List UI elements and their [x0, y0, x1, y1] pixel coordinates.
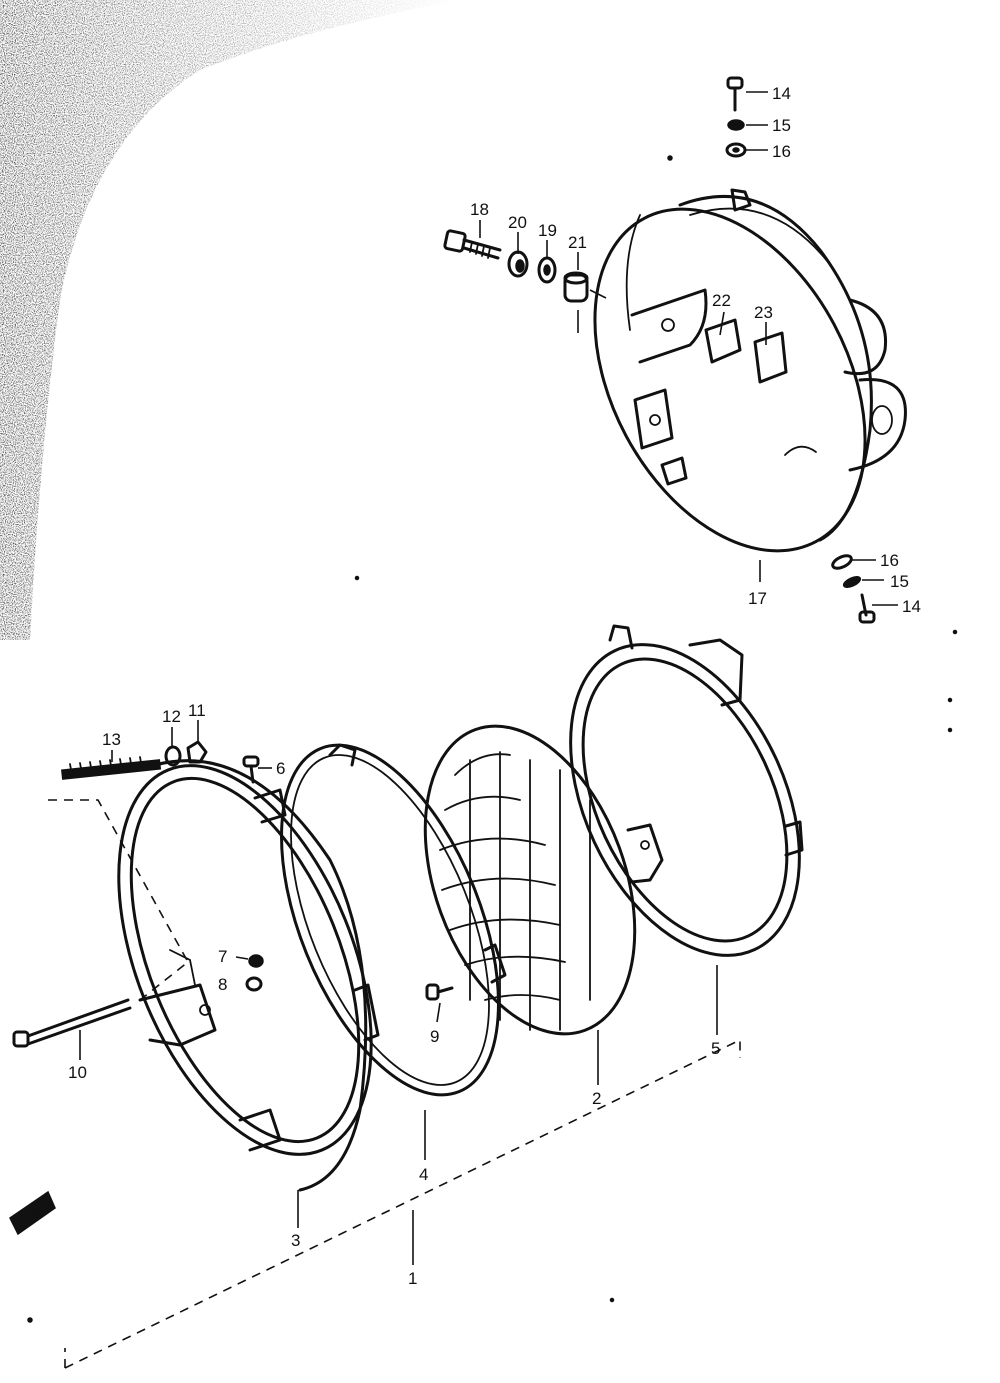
- callout-1: 1: [408, 1269, 417, 1288]
- callout-11: 11: [188, 701, 206, 720]
- mounting-ring: [253, 743, 507, 1097]
- callout-10: 10: [68, 1063, 87, 1082]
- callout-12: 12: [162, 707, 181, 726]
- callout-labels: 14 15 16 16 15 14 17 18 20 19 21 22 23 1…: [68, 84, 921, 1288]
- callout-5: 5: [711, 1039, 720, 1058]
- callout-16-top: 16: [772, 142, 791, 161]
- screw-9: [425, 983, 454, 1001]
- headlight-housing: [593, 188, 907, 553]
- callout-13: 13: [102, 730, 121, 749]
- callout-22: 22: [712, 291, 731, 310]
- bolt-14-bottom: [858, 593, 876, 624]
- collar-21: [563, 271, 589, 303]
- nut-8: [245, 976, 263, 992]
- callout-4: 4: [419, 1165, 428, 1184]
- rim-ring: [569, 624, 804, 957]
- leader-lines: [48, 91, 898, 1369]
- callout-16-bottom: 16: [880, 551, 899, 570]
- spring-13: [61, 756, 162, 780]
- bolt-10: [12, 998, 132, 1048]
- callout-6: 6: [276, 759, 285, 778]
- callout-15-top: 15: [772, 116, 791, 135]
- bolt-14-top: [726, 76, 744, 112]
- callout-15-bottom: 15: [890, 572, 909, 591]
- nut-11: [186, 740, 208, 764]
- callout-8: 8: [218, 975, 227, 994]
- outer-bezel: [117, 759, 373, 1192]
- callout-20: 20: [508, 213, 527, 232]
- callout-14-top: 14: [772, 84, 791, 103]
- screw-6: [242, 755, 260, 784]
- washer-16-bottom: [831, 554, 853, 570]
- callout-3: 3: [291, 1231, 300, 1250]
- callout-23: 23: [754, 303, 773, 322]
- bolt-18: [443, 229, 502, 260]
- callout-7: 7: [218, 947, 227, 966]
- callout-19: 19: [538, 221, 557, 240]
- lock-washer-15-top: [727, 119, 745, 131]
- callout-2: 2: [592, 1089, 601, 1108]
- scan-specks: [27, 155, 958, 1323]
- washer-12: [164, 745, 182, 767]
- lock-washer-15-bottom: [842, 575, 862, 589]
- washer-7: [248, 954, 264, 968]
- callout-18: 18: [470, 200, 489, 219]
- callout-21: 21: [568, 233, 587, 252]
- callout-14-bottom: 14: [902, 597, 921, 616]
- callout-17: 17: [748, 589, 767, 608]
- washer-16-top: [725, 142, 747, 158]
- callout-9: 9: [430, 1027, 439, 1046]
